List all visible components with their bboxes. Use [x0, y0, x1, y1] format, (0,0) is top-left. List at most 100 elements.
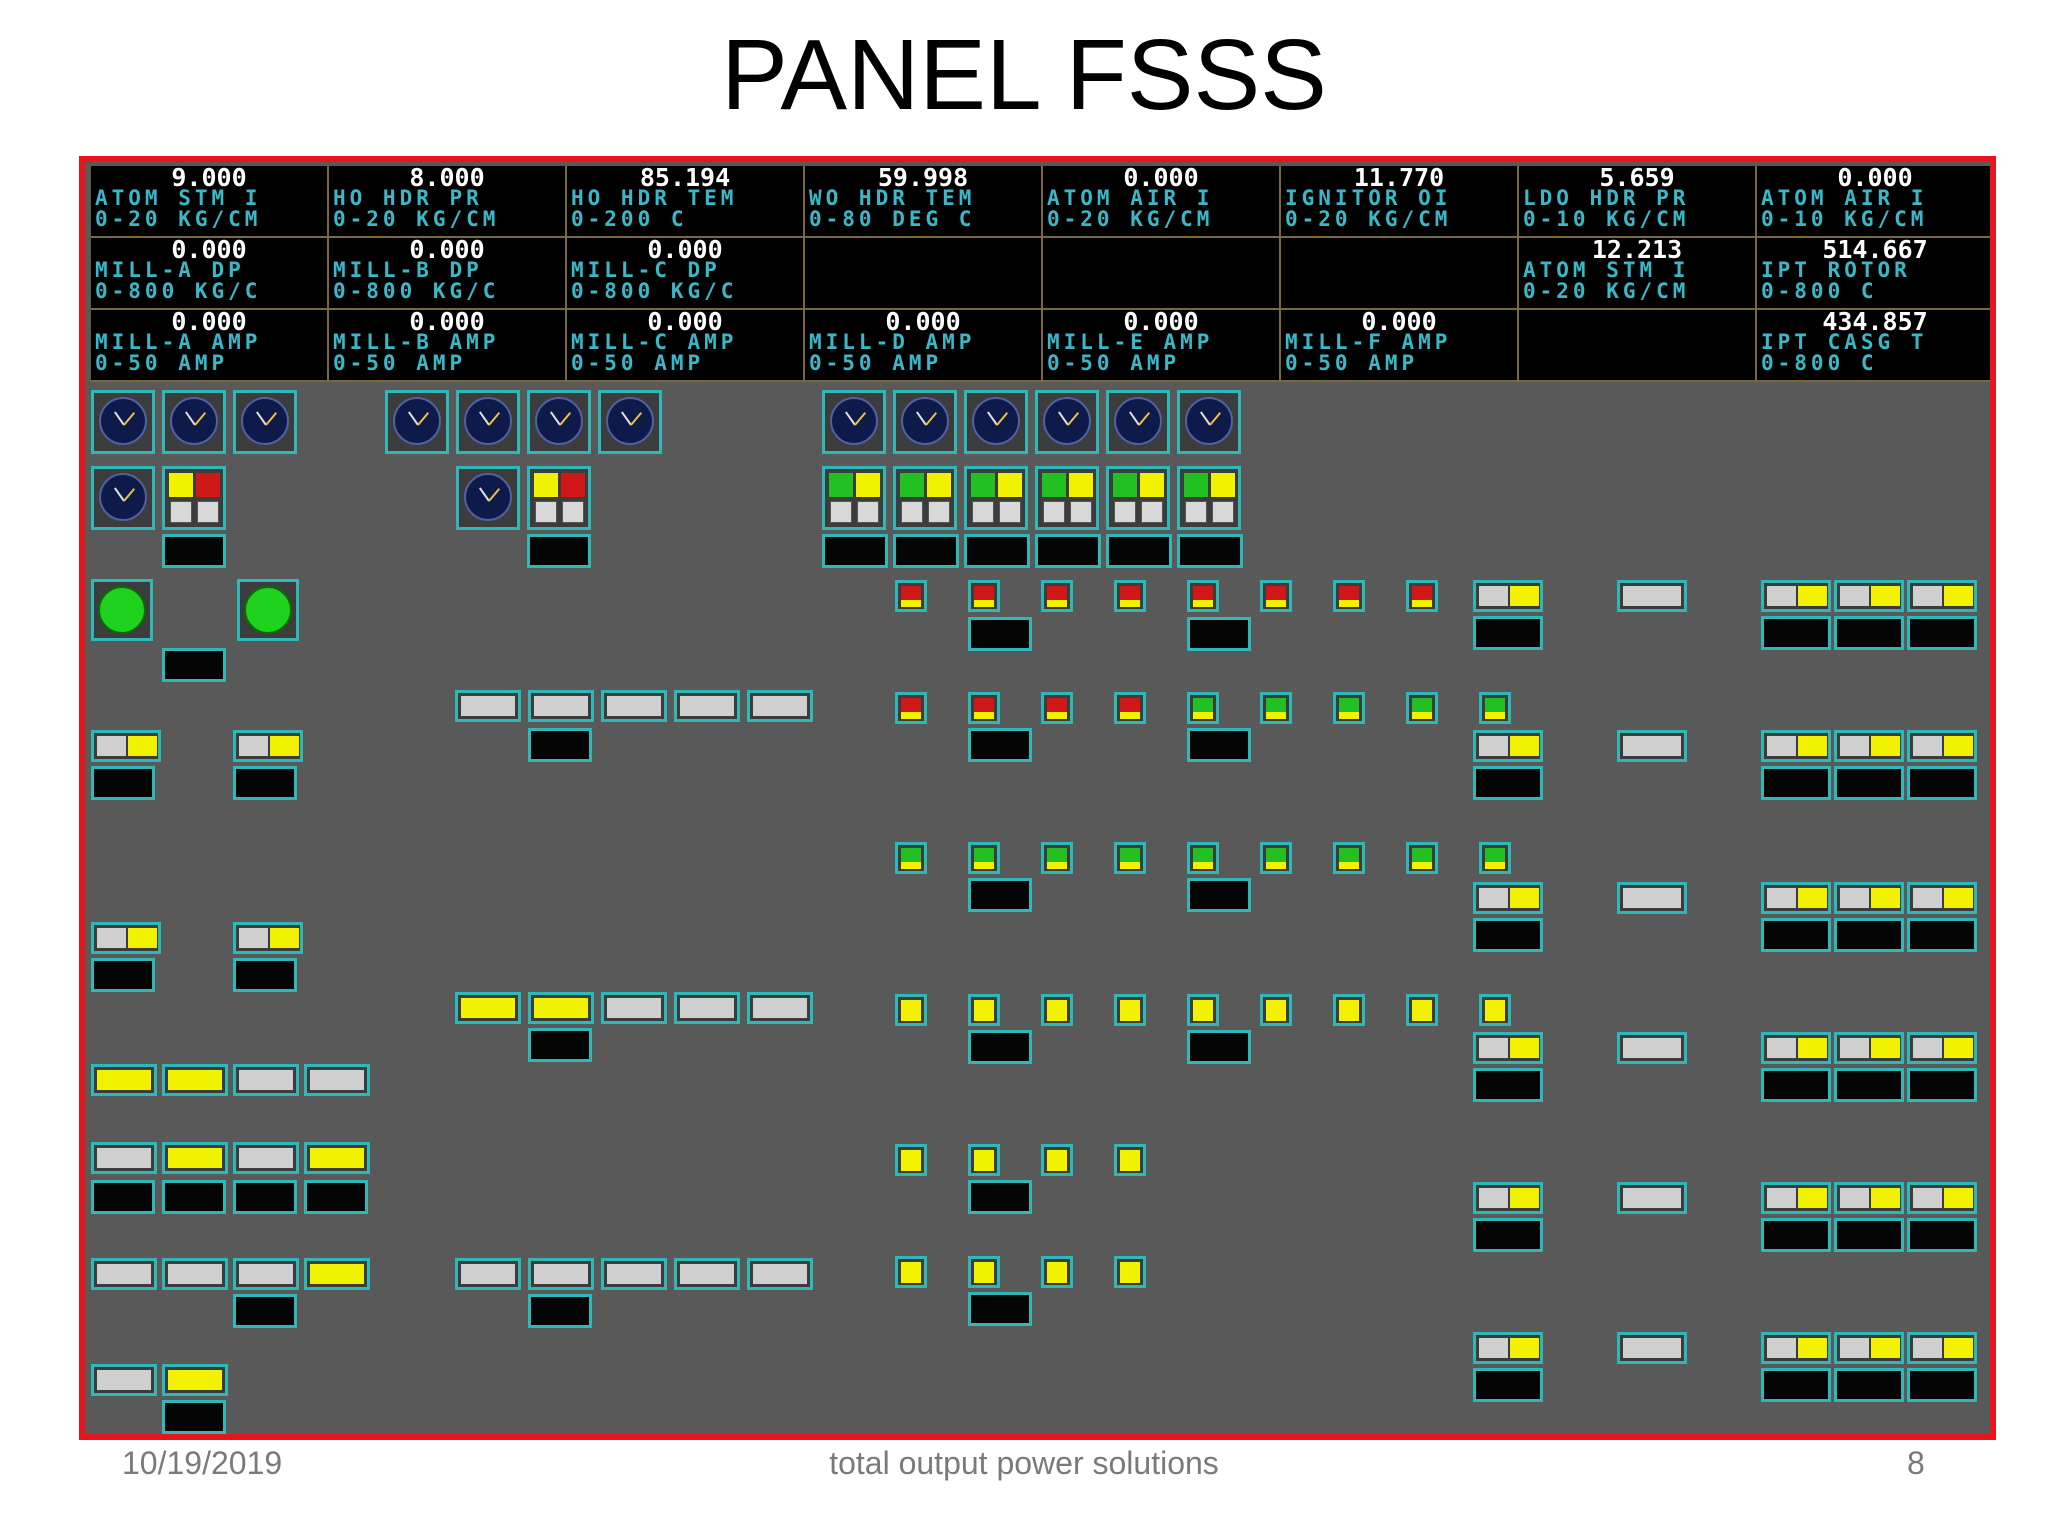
status-indicator[interactable] [1114, 842, 1146, 874]
status-indicator[interactable] [895, 1144, 927, 1176]
open-close-control[interactable] [91, 922, 161, 954]
open-close-control[interactable] [1834, 580, 1904, 612]
open-close-control[interactable] [91, 730, 161, 762]
open-close-control[interactable] [1761, 1182, 1831, 1214]
selector-switch[interactable] [1035, 466, 1099, 530]
control-button[interactable] [304, 1258, 370, 1290]
status-indicator[interactable] [968, 842, 1000, 874]
control-button[interactable] [91, 1364, 157, 1396]
control-button[interactable] [528, 1258, 594, 1290]
open-close-control[interactable] [1907, 730, 1977, 762]
control-button[interactable] [747, 1258, 813, 1290]
open-close-control[interactable] [1473, 1332, 1543, 1364]
control-button[interactable] [162, 1064, 228, 1096]
open-close-control[interactable] [1834, 730, 1904, 762]
selector-switch[interactable] [1177, 466, 1241, 530]
control-button[interactable] [1617, 1182, 1687, 1214]
open-close-control[interactable] [1907, 1332, 1977, 1364]
open-close-control[interactable] [1473, 882, 1543, 914]
open-close-control[interactable] [1473, 730, 1543, 762]
status-indicator[interactable] [1041, 1144, 1073, 1176]
status-indicator[interactable] [1187, 994, 1219, 1026]
status-indicator[interactable] [1406, 994, 1438, 1026]
control-button[interactable] [455, 1258, 521, 1290]
control-button[interactable] [455, 690, 521, 722]
open-close-control[interactable] [1761, 882, 1831, 914]
control-button[interactable] [674, 690, 740, 722]
status-indicator[interactable] [1114, 1144, 1146, 1176]
status-indicator[interactable] [1187, 580, 1219, 612]
status-indicator[interactable] [1187, 692, 1219, 724]
status-indicator[interactable] [1114, 580, 1146, 612]
control-button[interactable] [91, 1064, 157, 1096]
control-button[interactable] [455, 992, 521, 1024]
control-button[interactable] [1617, 730, 1687, 762]
status-indicator[interactable] [1260, 994, 1292, 1026]
status-indicator[interactable] [895, 580, 927, 612]
open-close-control[interactable] [233, 922, 303, 954]
selector-switch[interactable] [162, 466, 226, 530]
open-close-control[interactable] [1834, 1182, 1904, 1214]
open-close-control[interactable] [1834, 1332, 1904, 1364]
status-indicator[interactable] [1041, 1256, 1073, 1288]
status-indicator[interactable] [1333, 842, 1365, 874]
control-button[interactable] [233, 1258, 299, 1290]
control-button[interactable] [233, 1064, 299, 1096]
control-button[interactable] [91, 1258, 157, 1290]
status-indicator[interactable] [1260, 580, 1292, 612]
open-close-control[interactable] [1907, 580, 1977, 612]
open-close-control[interactable] [1834, 882, 1904, 914]
status-indicator[interactable] [895, 994, 927, 1026]
control-button[interactable] [1617, 1032, 1687, 1064]
status-indicator[interactable] [1479, 692, 1511, 724]
control-button[interactable] [162, 1258, 228, 1290]
control-button[interactable] [1617, 580, 1687, 612]
control-button[interactable] [601, 1258, 667, 1290]
open-close-control[interactable] [1907, 882, 1977, 914]
status-indicator[interactable] [1333, 692, 1365, 724]
status-indicator[interactable] [1260, 842, 1292, 874]
control-button[interactable] [162, 1142, 228, 1174]
open-close-control[interactable] [1473, 580, 1543, 612]
status-indicator[interactable] [1187, 842, 1219, 874]
status-indicator[interactable] [1041, 842, 1073, 874]
control-button[interactable] [747, 690, 813, 722]
status-indicator[interactable] [1479, 994, 1511, 1026]
selector-switch[interactable] [822, 466, 886, 530]
status-indicator[interactable] [1114, 1256, 1146, 1288]
status-indicator[interactable] [968, 1256, 1000, 1288]
status-indicator[interactable] [1406, 580, 1438, 612]
control-button[interactable] [1617, 1332, 1687, 1364]
status-indicator[interactable] [895, 692, 927, 724]
control-button[interactable] [528, 690, 594, 722]
control-button[interactable] [162, 1364, 228, 1396]
control-button[interactable] [601, 992, 667, 1024]
open-close-control[interactable] [1834, 1032, 1904, 1064]
status-indicator[interactable] [1333, 994, 1365, 1026]
control-button[interactable] [233, 1142, 299, 1174]
status-indicator[interactable] [1041, 580, 1073, 612]
status-indicator[interactable] [968, 994, 1000, 1026]
open-close-control[interactable] [1761, 580, 1831, 612]
status-indicator[interactable] [1041, 994, 1073, 1026]
open-close-control[interactable] [1907, 1032, 1977, 1064]
control-button[interactable] [304, 1142, 370, 1174]
status-indicator[interactable] [968, 580, 1000, 612]
open-close-control[interactable] [1907, 1182, 1977, 1214]
open-close-control[interactable] [1473, 1032, 1543, 1064]
status-indicator[interactable] [1333, 580, 1365, 612]
control-button[interactable] [747, 992, 813, 1024]
open-close-control[interactable] [233, 730, 303, 762]
selector-switch[interactable] [964, 466, 1028, 530]
selector-switch[interactable] [527, 466, 591, 530]
open-close-control[interactable] [1761, 730, 1831, 762]
open-close-control[interactable] [1473, 1182, 1543, 1214]
status-indicator[interactable] [968, 1144, 1000, 1176]
selector-switch[interactable] [893, 466, 957, 530]
status-indicator[interactable] [1041, 692, 1073, 724]
control-button[interactable] [674, 1258, 740, 1290]
status-indicator[interactable] [1479, 842, 1511, 874]
selector-switch[interactable] [1106, 466, 1170, 530]
control-button[interactable] [528, 992, 594, 1024]
status-indicator[interactable] [1260, 692, 1292, 724]
